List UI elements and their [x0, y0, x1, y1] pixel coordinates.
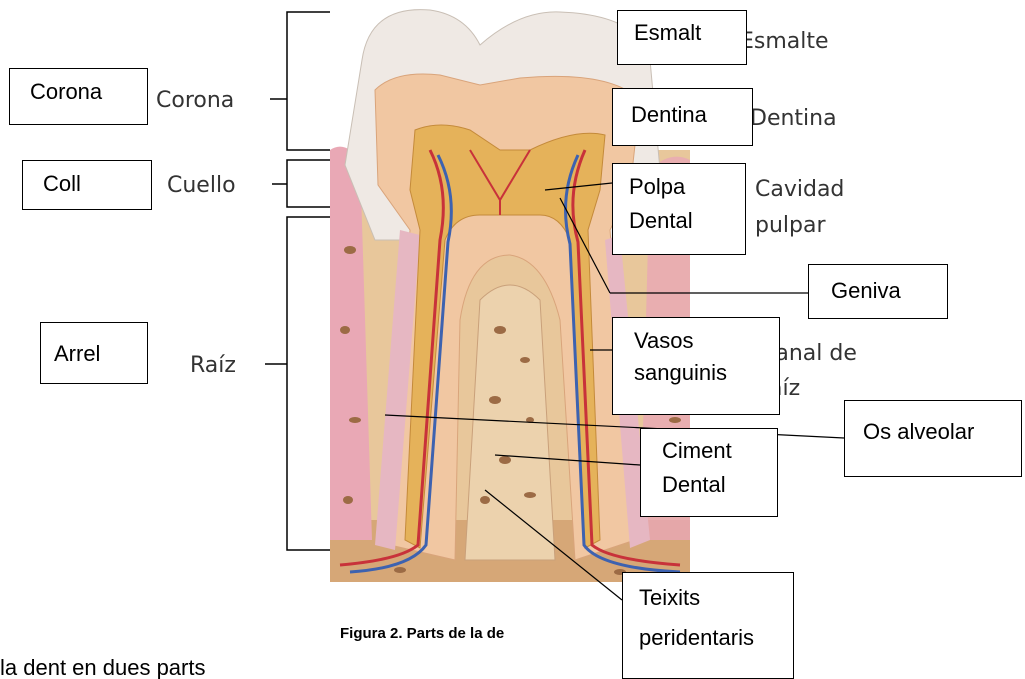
body-text-fragment: la dent en dues parts: [0, 655, 300, 679]
label-box-corona: Corona: [9, 68, 148, 125]
label-vasos-1: Vasos: [634, 328, 779, 354]
label-corona: Corona: [30, 79, 102, 104]
spanish-label-cavidad-2: pulpar: [755, 213, 826, 238]
label-dentina: Dentina: [631, 102, 707, 127]
label-box-coll: Coll: [22, 160, 152, 210]
label-arrel: Arrel: [54, 341, 100, 366]
spanish-label-cuello: Cuello: [167, 173, 236, 198]
label-box-dentina: Dentina: [612, 88, 753, 146]
label-box-ciment: Ciment Dental: [640, 428, 778, 517]
label-teixits-2: peridentaris: [639, 625, 793, 651]
spanish-label-esmalte: Esmalte: [740, 29, 829, 54]
spanish-label-corona: Corona: [156, 88, 234, 113]
label-esmalt: Esmalt: [634, 20, 701, 45]
label-box-teixits: Teixits peridentaris: [622, 572, 794, 679]
label-box-polpa-dental: Polpa Dental: [612, 163, 746, 255]
label-polpa-2: Dental: [629, 208, 745, 234]
label-box-vasos: Vasos sanguinis: [612, 317, 780, 415]
label-box-geniva: Geniva: [808, 264, 948, 319]
bracket-cuello: [272, 160, 330, 207]
spanish-label-raiz: Raíz: [190, 353, 236, 378]
spanish-label-dentina: Dentina: [750, 106, 837, 131]
figure-caption: Figura 2. Parts de la de: [340, 625, 504, 642]
label-vasos-2: sanguinis: [634, 360, 779, 386]
label-box-esmalt: Esmalt: [617, 10, 747, 65]
label-geniva: Geniva: [831, 278, 901, 303]
label-os-alveolar: Os alveolar: [863, 419, 974, 444]
spanish-label-cavidad-1: Cavidad: [755, 177, 844, 202]
bracket-corona: [270, 12, 330, 150]
label-ciment-2: Dental: [662, 472, 777, 498]
bracket-raiz: [265, 217, 330, 550]
label-ciment-1: Ciment: [662, 438, 777, 464]
label-box-os-alveolar: Os alveolar: [844, 400, 1022, 477]
label-polpa-1: Polpa: [629, 174, 745, 200]
label-teixits-1: Teixits: [639, 585, 793, 611]
brackets: [265, 12, 330, 550]
label-box-arrel: Arrel: [40, 322, 148, 384]
label-coll: Coll: [43, 171, 81, 196]
